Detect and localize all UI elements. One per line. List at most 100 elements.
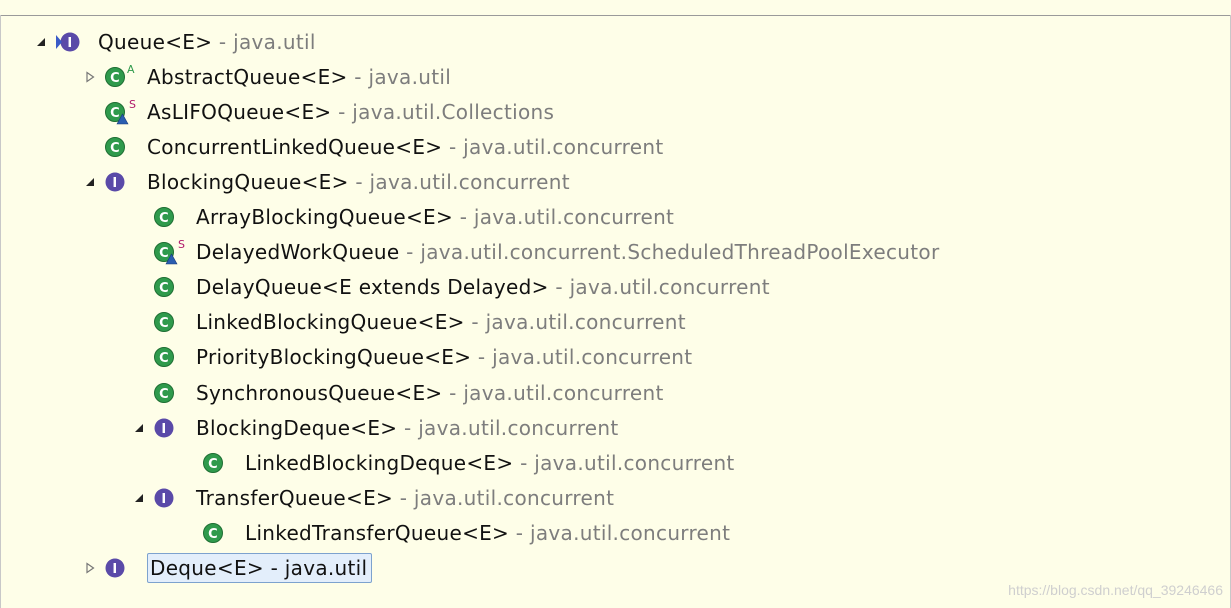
svg-text:C: C — [110, 71, 120, 86]
tree-row[interactable]: I BlockingDeque<E> - java.util.concurrent — [126, 410, 619, 445]
tree-item-label[interactable]: Queue<E> - java.util — [98, 30, 316, 54]
class-icon: C — [152, 308, 196, 336]
svg-text:C: C — [110, 106, 120, 121]
type-name: ConcurrentLinkedQueue<E> — [147, 134, 443, 159]
tree-item-label[interactable]: ConcurrentLinkedQueue<E> - java.util.con… — [147, 135, 663, 159]
type-name: ArrayBlockingQueue<E> — [196, 205, 454, 229]
no-arrow-spacer — [77, 137, 103, 157]
expanded-arrow-icon[interactable] — [126, 418, 152, 438]
separator: - — [471, 345, 493, 370]
type-name: BlockingDeque<E> — [196, 415, 398, 440]
svg-text:C: C — [208, 527, 218, 542]
svg-text:C: C — [159, 316, 169, 331]
collapsed-arrow-icon[interactable] — [77, 67, 103, 87]
separator: - — [393, 485, 414, 510]
package-name: java.util — [233, 29, 316, 54]
tree-row[interactable]: I Queue<E> - java.util — [28, 24, 316, 59]
separator: - — [442, 380, 464, 405]
tree-item-label[interactable]: BlockingQueue<E> - java.util.concurrent — [147, 170, 570, 194]
package-name: java.util.concurrent — [485, 310, 686, 335]
separator: - — [442, 134, 464, 159]
svg-text:A: A — [127, 63, 135, 76]
tree-row[interactable]: I BlockingQueue<E> - java.util.concurrent — [77, 164, 570, 199]
tree-row[interactable]: C DelayQueue<E extends Delayed> - java.ut… — [126, 270, 770, 305]
expanded-arrow-icon[interactable] — [126, 488, 152, 508]
svg-text:I: I — [161, 422, 166, 437]
tree-item-label[interactable]: Deque<E> - java.util — [147, 553, 373, 583]
tree-item-label[interactable]: AbstractQueue<E> - java.util — [147, 65, 451, 89]
package-name: java.util — [284, 556, 368, 580]
tree-row[interactable]: C LinkedTransferQueue<E> - java.util.conc… — [175, 515, 730, 550]
collapsed-arrow-icon[interactable] — [77, 558, 103, 578]
no-arrow-spacer — [126, 383, 152, 403]
expanded-arrow-icon[interactable] — [28, 32, 54, 52]
tree-item-label[interactable]: PriorityBlockingQueue<E> - java.util.con… — [196, 345, 692, 369]
type-name: TransferQueue<E> — [196, 485, 394, 510]
package-name: java.util.concurrent — [369, 169, 570, 194]
tree-item-label[interactable]: SynchronousQueue<E> - java.util.concurre… — [196, 381, 664, 405]
separator: - — [347, 64, 369, 89]
tree-row[interactable]: C ArrayBlockingQueue<E> - java.util.concu… — [126, 200, 674, 235]
separator: - — [464, 310, 486, 335]
separator: - — [263, 556, 285, 580]
expanded-arrow-icon[interactable] — [77, 172, 103, 192]
package-name: java.util.Collections — [352, 99, 555, 124]
view-left-border — [0, 15, 1, 608]
svg-text:S: S — [178, 238, 185, 251]
svg-text:I: I — [161, 492, 166, 507]
no-arrow-spacer — [175, 523, 201, 543]
interface-icon: I — [103, 168, 147, 196]
tree-item-label[interactable]: DelayedWorkQueue - java.util.concurrent.… — [196, 240, 939, 264]
package-name: java.util.concurrent — [463, 380, 664, 405]
package-name: java.util.concurrent — [492, 345, 693, 370]
tree-item-label[interactable]: DelayQueue<E extends Delayed> - java.uti… — [196, 275, 770, 299]
package-name: java.util.concurrent — [534, 450, 735, 475]
type-name: SynchronousQueue<E> — [196, 380, 443, 405]
svg-text:C: C — [159, 351, 169, 366]
svg-text:C: C — [159, 387, 169, 402]
tree-row[interactable]: C PriorityBlockingQueue<E> - java.util.co… — [126, 340, 692, 375]
no-arrow-spacer — [126, 347, 152, 367]
type-name: BlockingQueue<E> — [147, 169, 349, 194]
type-name: AsLIFOQueue<E> — [147, 99, 332, 124]
no-arrow-spacer — [77, 102, 103, 122]
svg-text:I: I — [112, 176, 117, 191]
no-arrow-spacer — [175, 453, 201, 473]
separator: - — [331, 99, 353, 124]
svg-text:I: I — [67, 36, 72, 51]
separator: - — [348, 169, 370, 194]
tree-item-label[interactable]: LinkedBlockingQueue<E> - java.util.concu… — [196, 310, 686, 334]
tree-item-label[interactable]: ArrayBlockingQueue<E> - java.util.concur… — [196, 205, 674, 229]
tree-item-label[interactable]: AsLIFOQueue<E> - java.util.Collections — [147, 100, 554, 124]
tree-row[interactable]: C SynchronousQueue<E> - java.util.concurr… — [126, 375, 664, 410]
type-name: AbstractQueue<E> — [147, 64, 348, 89]
tree-item-label[interactable]: LinkedBlockingDeque<E> - java.util.concu… — [245, 451, 735, 475]
separator: - — [399, 240, 421, 265]
separator: - — [397, 415, 419, 440]
tree-row[interactable]: I TransferQueue<E> - java.util.concurrent — [126, 480, 614, 515]
class-icon: C — [201, 519, 245, 547]
tree-row[interactable]: C ConcurrentLinkedQueue<E> - java.util.co… — [77, 129, 663, 164]
type-name: LinkedTransferQueue<E> — [245, 520, 510, 545]
type-name: DelayQueue<E extends Delayed> — [196, 275, 549, 300]
svg-text:C: C — [110, 141, 120, 156]
interface-icon: I — [54, 28, 98, 56]
svg-text:C: C — [159, 281, 169, 296]
svg-text:C: C — [159, 246, 169, 261]
tree-row[interactable]: C LinkedBlockingQueue<E> - java.util.conc… — [126, 305, 686, 340]
svg-text:C: C — [159, 211, 169, 226]
tree-item-label[interactable]: BlockingDeque<E> - java.util.concurrent — [196, 416, 619, 440]
tree-item-label[interactable]: LinkedTransferQueue<E> - java.util.concu… — [245, 521, 730, 545]
package-name: java.util.concurrent.ScheduledThreadPool… — [420, 240, 940, 265]
tree-item-label[interactable]: TransferQueue<E> - java.util.concurrent — [196, 486, 614, 510]
package-name: java.util.concurrent — [529, 520, 731, 545]
package-name: java.util.concurrent — [569, 275, 770, 300]
